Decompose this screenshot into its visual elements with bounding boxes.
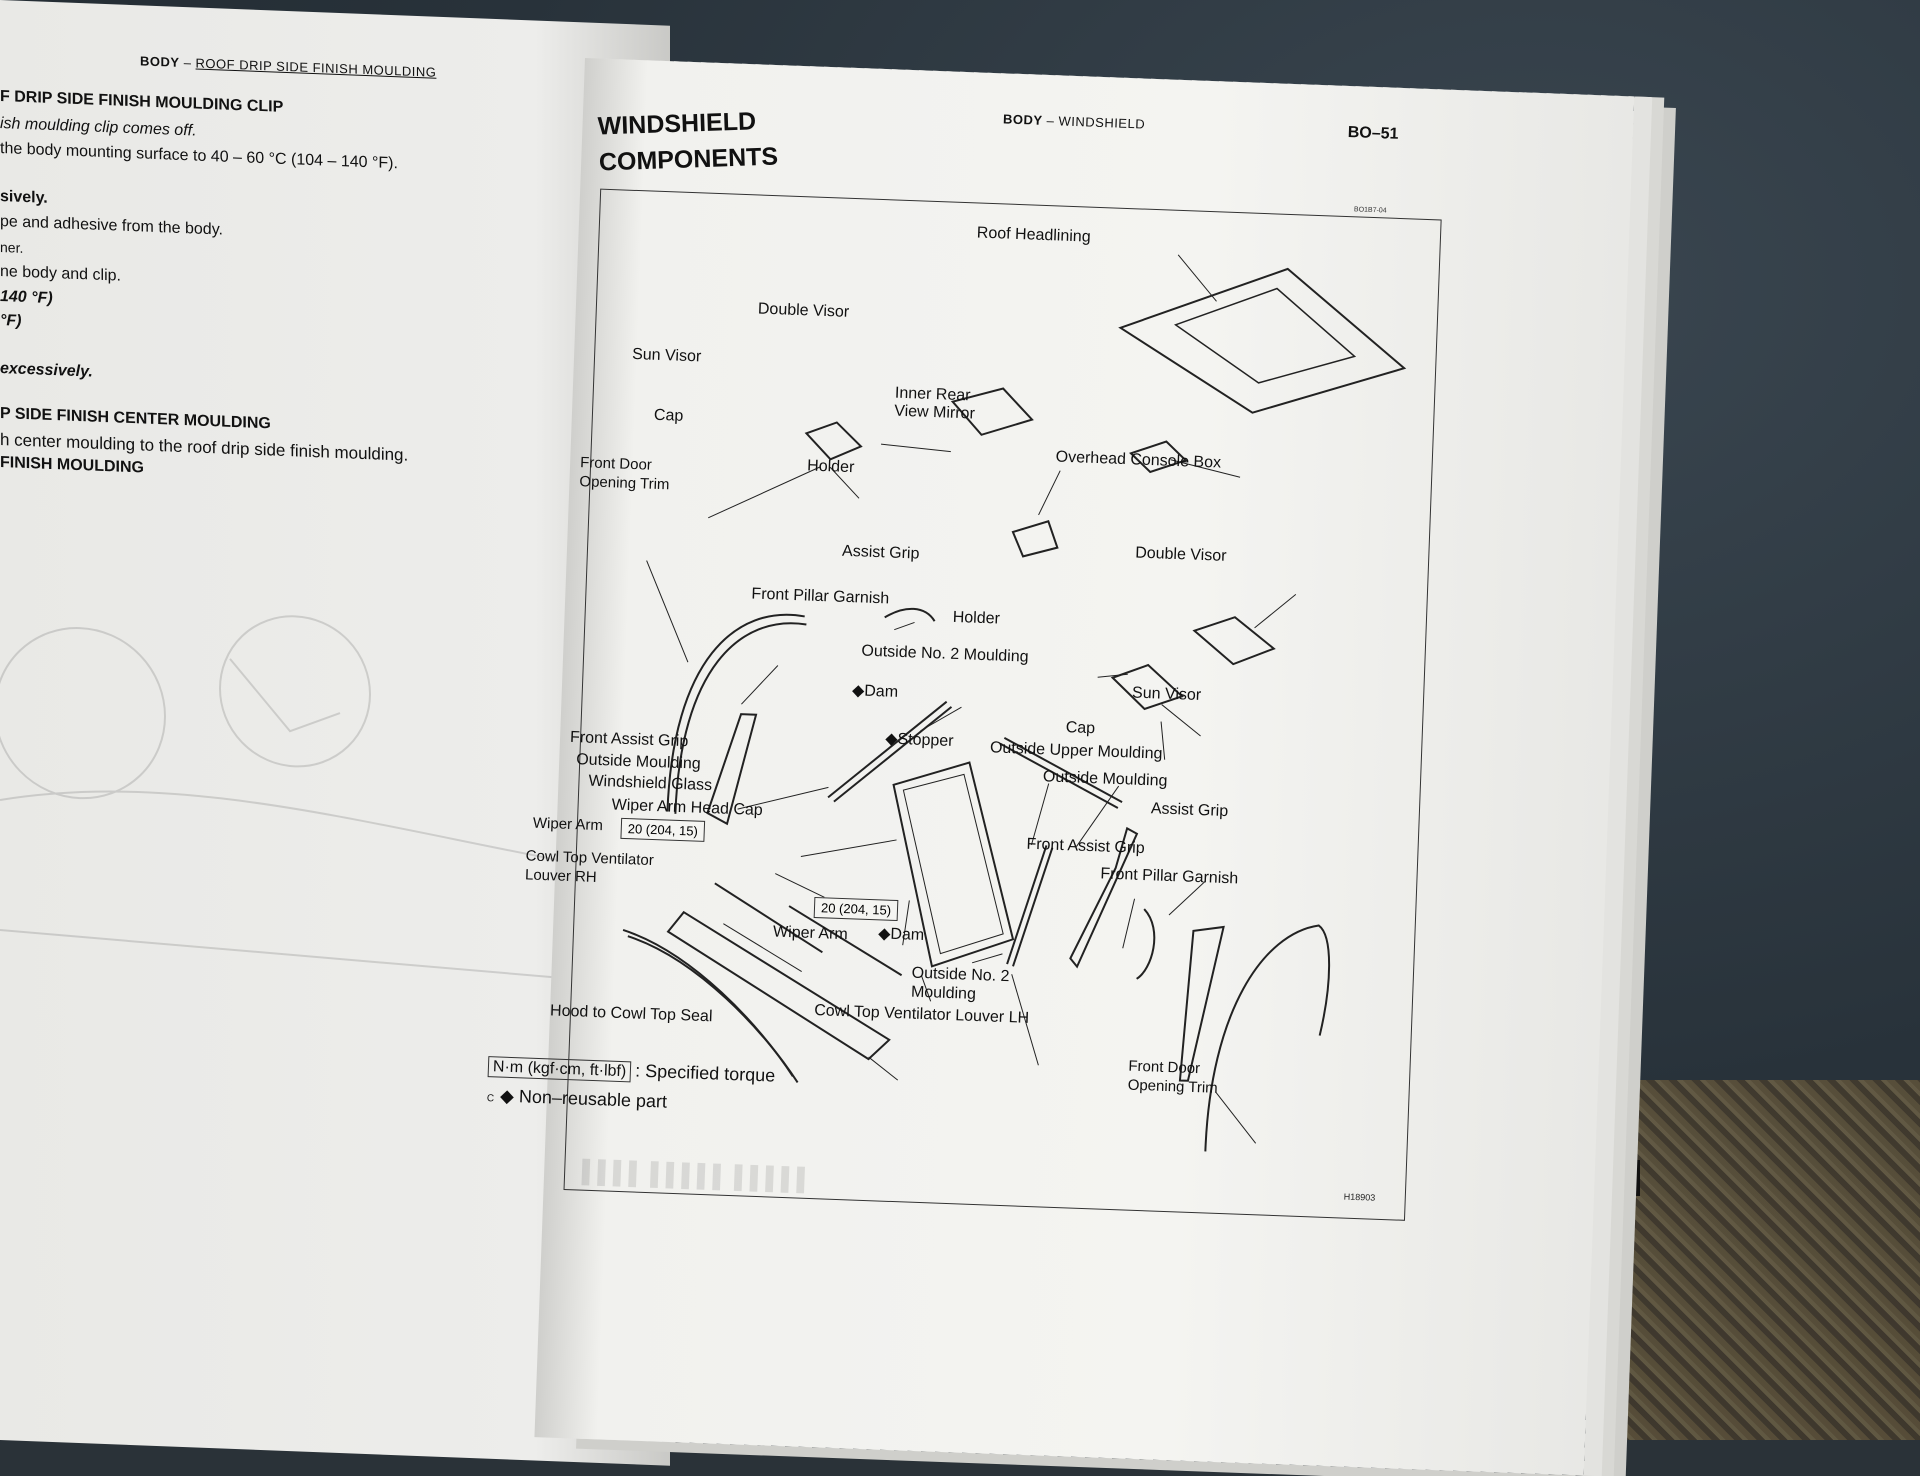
- left-line-5: pe and adhesive from the body.: [0, 213, 223, 239]
- label-dam-top: ◆Dam: [851, 682, 899, 701]
- right-page-header: BODY – WINDSHIELD: [1003, 111, 1146, 131]
- windshield-glass-part: [892, 761, 1015, 968]
- left-line-6: ner.: [0, 239, 24, 256]
- sun-visor-left-part: [804, 421, 863, 461]
- legend-nonreusable-desc: Non–reusable part: [518, 1086, 668, 1112]
- label-front-door-opening-trim-right-1: Front Door: [1128, 1057, 1201, 1078]
- label-cap-left: Cap: [653, 406, 684, 425]
- legend-torque-desc: : Specified torque: [634, 1060, 776, 1086]
- front-pillar-garnish-right-part: [1069, 826, 1139, 969]
- label-wiper-arm-left: Wiper Arm: [532, 814, 604, 835]
- label-assist-grip-right: Assist Grip: [1150, 800, 1229, 821]
- label-stopper: ◆Stopper: [884, 730, 954, 750]
- assist-grip-top-part: [884, 607, 936, 622]
- label-inner-rear-view-mirror-2: View Mirror: [893, 402, 976, 423]
- label-cap-right: Cap: [1065, 719, 1096, 738]
- outside-moulding-right-part: [1006, 845, 1048, 965]
- label-sun-visor-right: Sun Visor: [1131, 684, 1202, 704]
- label-assist-grip-top: Assist Grip: [841, 542, 920, 563]
- page-title-line-2: COMPONENTS: [598, 142, 779, 177]
- left-page-content: BODY – ROOF DRIP SIDE FINISH MOULDING F …: [0, 0, 640, 1325]
- figure-code-small: BO1B7-04: [1353, 206, 1387, 215]
- page-title: WINDSHIELD COMPONENTS: [597, 103, 778, 181]
- double-visor-top-part: [950, 387, 1034, 436]
- label-dam-bottom: ◆Dam: [877, 925, 925, 945]
- sun-visor-right-part: [1110, 663, 1184, 711]
- wiper-arm-right-part: [788, 905, 903, 977]
- torque-spec-1: 20 (204, 15): [620, 817, 706, 842]
- label-wiper-arm-bottom: Wiper Arm: [772, 923, 849, 944]
- left-page: BODY – ROOF DRIP SIDE FINISH MOULDING F …: [0, 0, 670, 1466]
- legend-nonreusable-prefix: C: [486, 1093, 495, 1105]
- left-line-10: excessively.: [0, 360, 93, 381]
- left-line-3: the body mounting surface to 40 – 60 °C …: [0, 140, 398, 173]
- legend-nonreusable-symbol: ◆: [499, 1085, 515, 1107]
- left-line-13: FINISH MOULDING: [0, 454, 144, 477]
- right-header-topic: WINDSHIELD: [1058, 113, 1146, 132]
- label-double-visor-top: Double Visor: [757, 300, 850, 321]
- label-sun-visor-left: Sun Visor: [631, 345, 702, 366]
- left-line-4: sively.: [0, 188, 48, 207]
- left-line-1: F DRIP SIDE FINISH MOULDING CLIP: [0, 88, 284, 116]
- front-door-trim-left-part: [666, 613, 805, 812]
- overhead-console-box-part: [1128, 440, 1188, 474]
- wiper-arm-left-part: [714, 882, 823, 954]
- carpet-corner: [1590, 1080, 1920, 1440]
- page-tab-marker: [1596, 1140, 1600, 1182]
- left-ghost-illustration: [0, 615, 640, 986]
- label-front-door-opening-trim-left-2: Opening Trim: [579, 473, 670, 494]
- label-holder-right: Holder: [952, 608, 1001, 628]
- outside-upper-moulding-part: [999, 742, 1119, 809]
- front-pillar-garnish-right-2-part: [1178, 925, 1225, 1082]
- figure-id: H18903: [1343, 1191, 1376, 1203]
- left-line-11: P SIDE FINISH CENTER MOULDING: [0, 405, 271, 433]
- left-line-7: ne body and clip.: [0, 263, 121, 285]
- left-page-header: BODY – ROOF DRIP SIDE FINISH MOULDING: [140, 53, 436, 79]
- left-line-8: 140 °F): [0, 288, 53, 308]
- cowl-top-ventilator-louver-part: [666, 910, 891, 1061]
- label-cowl-top-ventilator-rh-2: Louver RH: [524, 866, 597, 886]
- front-door-trim-right-part: [1204, 924, 1331, 1152]
- roof-headlining-part: [1118, 267, 1407, 414]
- torque-spec-2: 20 (204, 15): [813, 896, 899, 922]
- left-line-9: °F): [0, 312, 22, 330]
- label-front-door-opening-trim-right-2: Opening Trim: [1127, 1076, 1219, 1097]
- double-visor-right-part: [1192, 616, 1276, 666]
- inner-rear-view-mirror-part: [1011, 520, 1059, 558]
- front-assist-grip-right-part: [1136, 908, 1156, 980]
- right-header-section: BODY: [1002, 111, 1043, 128]
- left-header-section: BODY: [140, 53, 180, 70]
- outside-no2-moulding-top-part: [827, 700, 948, 799]
- label-front-door-opening-trim-left-1: Front Door: [579, 454, 653, 474]
- label-holder-left: Holder: [806, 457, 855, 477]
- right-header-sep: –: [1046, 112, 1055, 129]
- page-number: BO–51: [1347, 124, 1399, 143]
- page-title-line-1: WINDSHIELD: [597, 107, 757, 141]
- left-line-2: ish moulding clip comes off.: [0, 115, 197, 140]
- page-tab-marker-2: [1626, 1160, 1640, 1196]
- left-header-sep: –: [183, 55, 192, 71]
- label-double-visor-right: Double Visor: [1134, 544, 1227, 565]
- front-pillar-garnish-left-part: [706, 713, 758, 826]
- exploded-diagram: [622, 254, 1407, 1152]
- label-outside-no2-moulding-bottom-2: Moulding: [910, 983, 977, 1003]
- right-page: BODY – WINDSHIELD BO–51 WINDSHIELD COMPO…: [487, 58, 1635, 1476]
- hood-to-cowl-top-seal-part: [622, 929, 794, 1077]
- left-header-topic: ROOF DRIP SIDE FINISH MOULDING: [195, 55, 437, 80]
